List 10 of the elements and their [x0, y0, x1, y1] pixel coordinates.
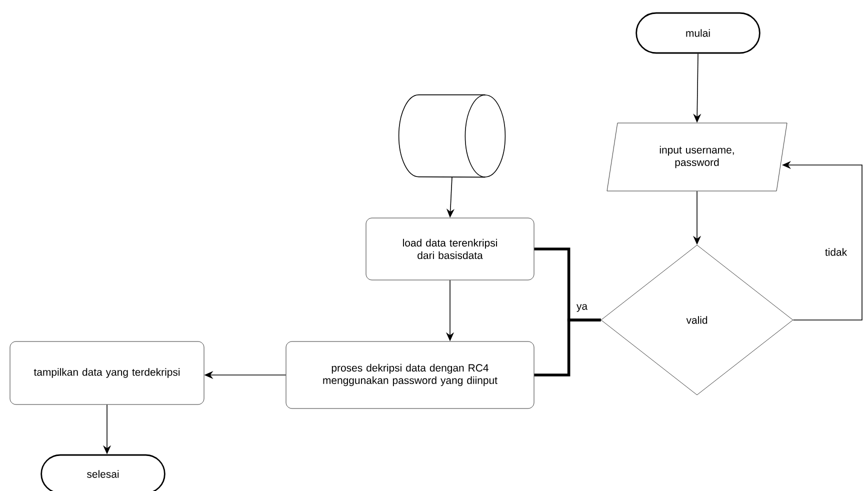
process-box: tampilkan data yang terdekripsi	[10, 341, 204, 405]
start-terminal: mulai	[636, 12, 760, 54]
database-cylinder	[398, 94, 506, 178]
edge-label: ya	[576, 303, 589, 313]
input-parallelogram: input username, password	[606, 122, 788, 192]
connector-line	[534, 318, 601, 376]
edge-label: tidak	[824, 247, 848, 257]
end-terminal: selesai	[40, 454, 166, 491]
process-box: load data terenkripsi dari basisdata	[366, 218, 534, 280]
process-box: proses dekripsi data dengan RC4 menggunakan password yang diinput	[286, 341, 534, 409]
